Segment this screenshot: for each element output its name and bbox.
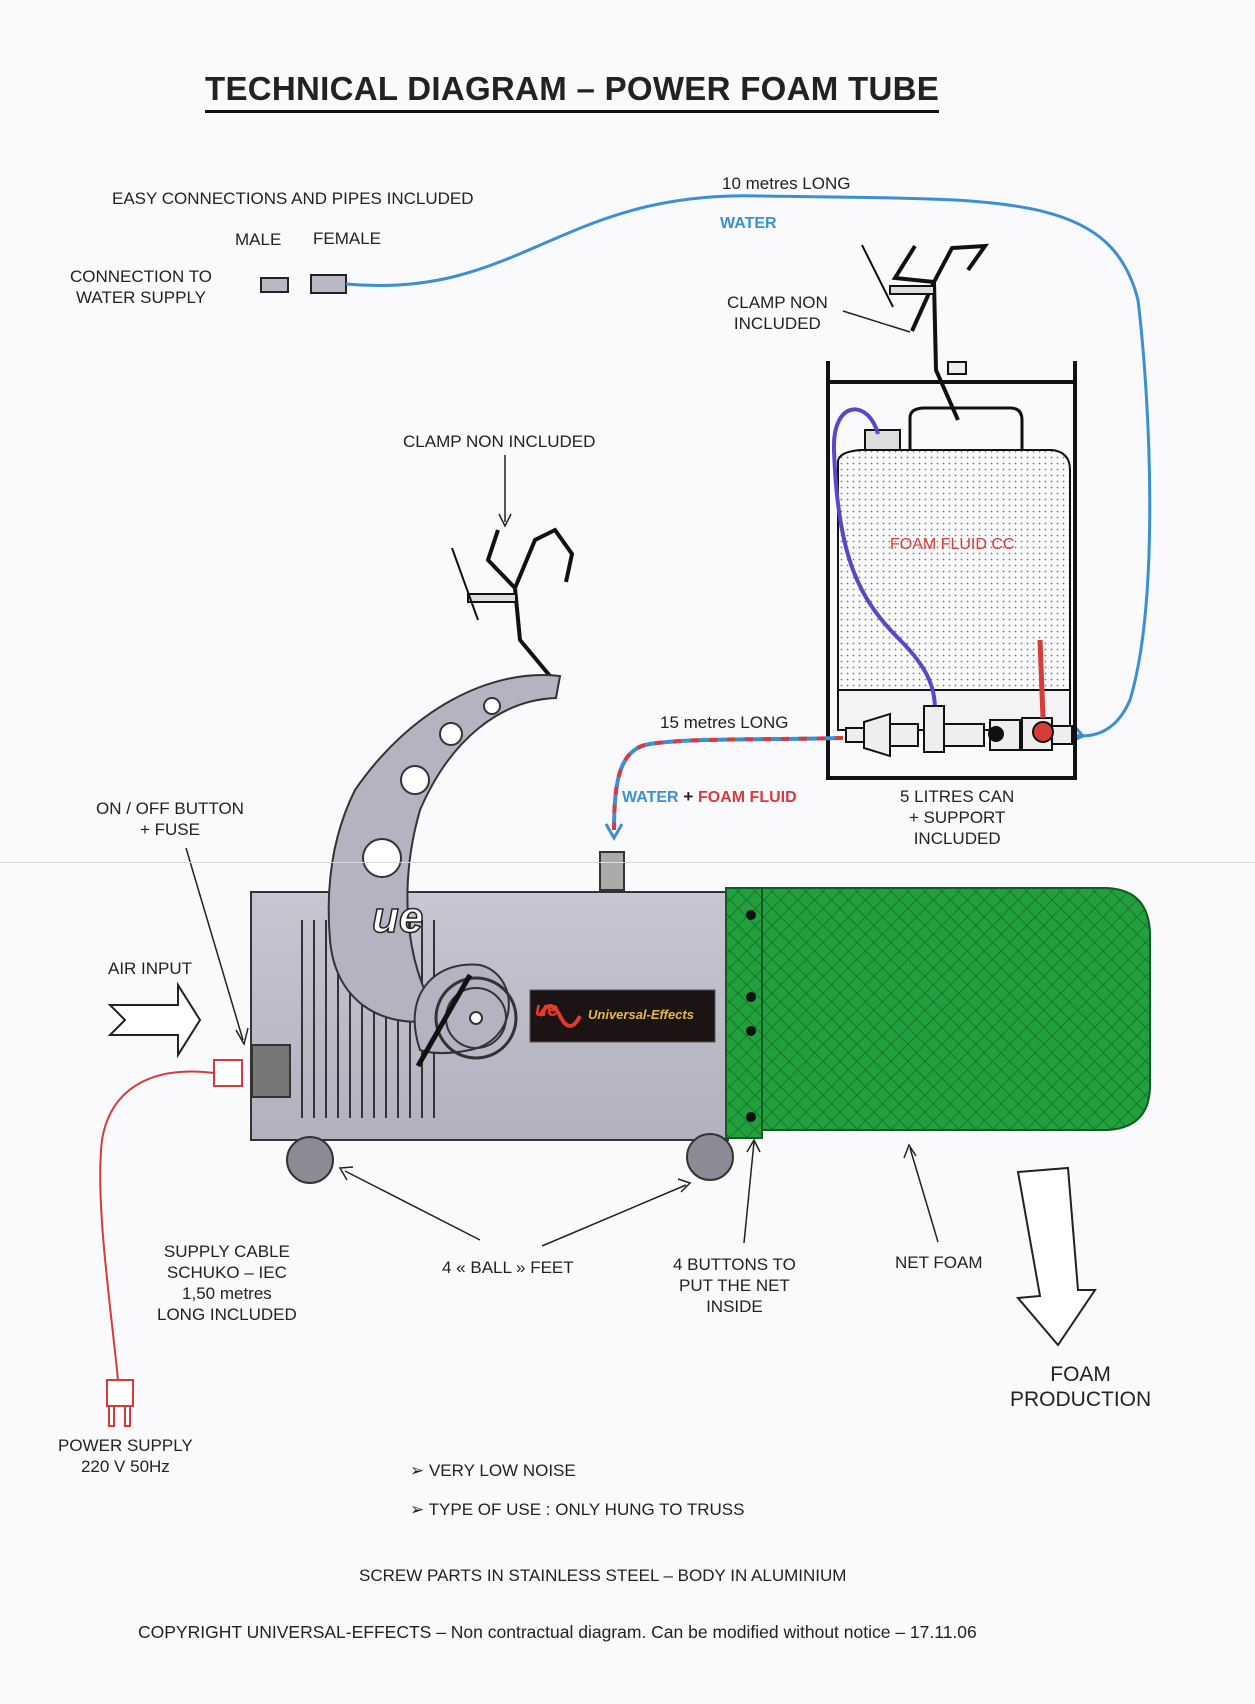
- page-title: TECHNICAL DIAGRAM – POWER FOAM TUBE: [205, 70, 940, 113]
- onoff-arrow: [185, 847, 244, 1041]
- ball-feet-label: 4 « BALL » FEET: [442, 1258, 574, 1277]
- male-label: MALE: [235, 230, 282, 249]
- foam-fluid-cc-label: FOAM FLUID CC: [890, 536, 1015, 553]
- foam-fluid-can: [837, 406, 1071, 731]
- on-off-button: [251, 1044, 291, 1098]
- copyright-note: COPYRIGHT UNIVERSAL-EFFECTS – Non contra…: [138, 1622, 977, 1642]
- female-connector: [310, 274, 347, 294]
- clamp-mid-label: CLAMP NON INCLUDED: [403, 432, 596, 451]
- brand-badge-name: Universal-Effects: [588, 1007, 694, 1022]
- water-foam-fluid-label: WATER + FOAM FLUID: [622, 787, 797, 806]
- ball-foot-left: [286, 1136, 334, 1184]
- net-foam-label: NET FOAM: [895, 1253, 983, 1272]
- brand-badge-mark: ue: [535, 999, 559, 1021]
- clamp-top-arrow: [842, 310, 911, 333]
- female-label: FEMALE: [313, 229, 382, 248]
- page-fold: [0, 862, 1255, 863]
- water-foam-pipe-15m: [604, 736, 844, 842]
- valve-assembly: [845, 639, 1073, 758]
- arc-logo: ue: [371, 893, 424, 943]
- screw-parts-note: SCREW PARTS IN STAINLESS STEEL – BODY IN…: [359, 1566, 847, 1585]
- can-support-frame: [826, 361, 1077, 780]
- feature-low-noise: ➢ VERY LOW NOISE: [410, 1461, 576, 1480]
- easy-connections-label: EASY CONNECTIONS AND PIPES INCLUDED: [112, 189, 474, 208]
- water-label: WATER: [720, 215, 777, 232]
- buttons-arrow: [743, 1141, 755, 1244]
- ten-metres-label: 10 metres LONG: [722, 174, 851, 193]
- foam-production-arrow: [1015, 1166, 1097, 1347]
- net-foam-arrow: [909, 1147, 939, 1243]
- male-connector: [260, 277, 289, 293]
- ball-foot-right: [686, 1133, 734, 1181]
- air-input-label: AIR INPUT: [108, 959, 193, 978]
- feature-type-of-use: ➢ TYPE OF USE : ONLY HUNG TO TRUSS: [410, 1500, 745, 1519]
- onoff-fuse-label: ON / OFF BUTTON+ FUSE: [96, 799, 244, 839]
- fifteen-metres-label: 15 metres LONG: [660, 713, 789, 732]
- water-pipe-10m: [345, 194, 1152, 738]
- ball-feet-arrows: [344, 1170, 687, 1247]
- inner-suction-tube: [831, 407, 937, 711]
- air-input-arrow: [107, 981, 202, 1059]
- clamp-top-icon: [861, 243, 990, 421]
- mounting-arc: [327, 674, 562, 1068]
- net-foam-tube: [725, 887, 1151, 1139]
- fluid-inlet-connector: [599, 851, 625, 891]
- power-supply-cable: [99, 1059, 243, 1427]
- clamp-mid-icon: [451, 527, 575, 678]
